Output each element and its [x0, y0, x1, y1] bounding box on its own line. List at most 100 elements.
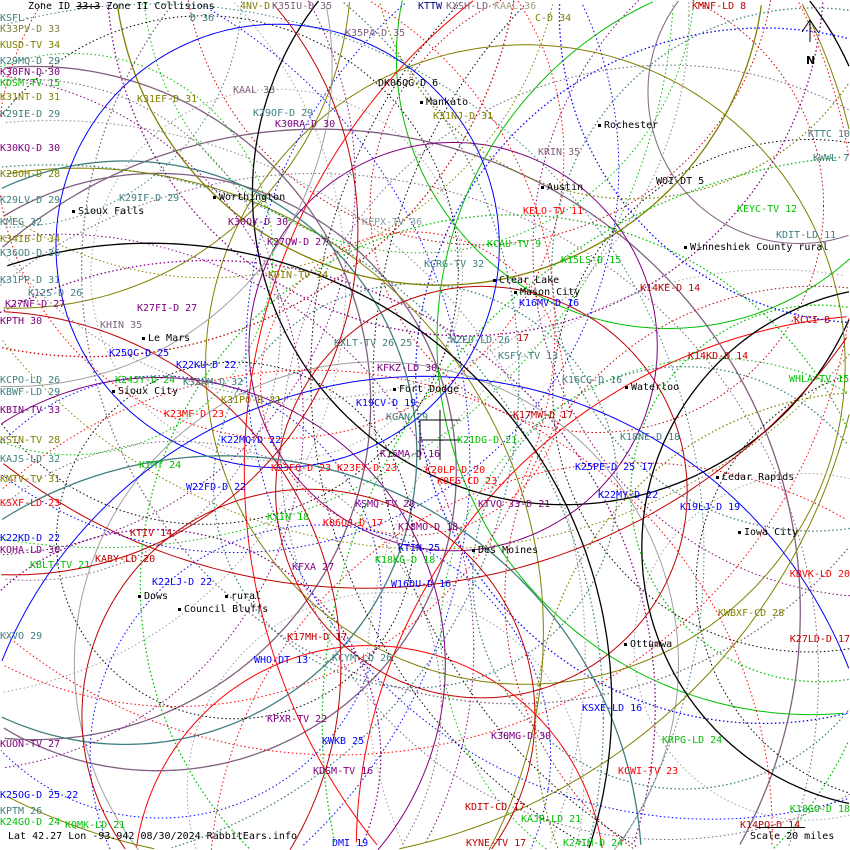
station-label[interactable]: K31EF-D 31	[137, 94, 198, 105]
station-label[interactable]: KEYC-TV 12	[737, 204, 798, 215]
station-label[interactable]: KYNE-TV 17	[466, 838, 527, 849]
station-label[interactable]: KRIN 35	[538, 147, 581, 158]
station-label[interactable]: KPTH 30	[0, 316, 43, 327]
station-label[interactable]: KXLT-TV 26 25	[334, 338, 413, 349]
station-label[interactable]: KOHA-LD 30	[0, 545, 61, 556]
station-label[interactable]: KWKB 25	[322, 736, 365, 747]
station-label[interactable]: KTTC 10	[807, 129, 850, 140]
station-label[interactable]: WHLA-TV 15	[789, 374, 850, 385]
station-label[interactable]: KCRG-TV 32	[424, 259, 485, 270]
station-label[interactable]: K33PV-D 33	[0, 24, 61, 35]
station-label[interactable]: K25OG-D 25 22	[0, 790, 79, 801]
station-label[interactable]: K06QJ-D 17	[323, 518, 384, 529]
station-label[interactable]: KMTV-TV 31	[0, 474, 61, 485]
station-label[interactable]: K29MQ-D 29	[0, 56, 61, 67]
station-label[interactable]: K30KQ-D 30	[0, 143, 61, 154]
station-label[interactable]: KCAU-TV 9	[487, 239, 542, 250]
station-label[interactable]: K35PA-D 35	[345, 28, 406, 39]
station-label[interactable]: K22KD-D 22	[0, 533, 61, 544]
station-label[interactable]: K31NJ-D 31	[433, 111, 494, 122]
station-label[interactable]: K22MY-D 22	[598, 490, 659, 501]
station-label[interactable]: K27LD-D 17	[789, 634, 850, 645]
station-label[interactable]: KSFY-TV 13	[498, 351, 559, 362]
station-label[interactable]: K18NE-D 18	[620, 432, 681, 443]
station-label[interactable]: K35IU-D 35	[272, 1, 333, 12]
station-label[interactable]: KDSM-TV 15	[0, 78, 61, 89]
station-label[interactable]: KIMT 24	[139, 460, 182, 471]
station-label[interactable]: K32NM-D 32	[183, 377, 244, 388]
station-label[interactable]: K16CG-D 16	[562, 375, 623, 386]
station-label[interactable]: KABY-LD 20	[95, 554, 156, 565]
station-label[interactable]: K17MH-D 17	[287, 632, 348, 643]
station-label[interactable]: K0EG-CD 23	[437, 476, 498, 487]
station-label[interactable]: K36OD-D 36	[0, 248, 61, 259]
station-label[interactable]: KTTW	[418, 1, 443, 12]
station-label[interactable]: K14PQ-D 14	[740, 820, 801, 831]
station-label[interactable]: K18GO-D 18	[789, 804, 850, 815]
station-label[interactable]: KMNF-LD 8	[692, 1, 747, 12]
station-label[interactable]: KRPG-LD 24	[662, 735, 723, 746]
station-label[interactable]: KFKZ-LD 30	[377, 363, 438, 374]
station-label[interactable]: KDIT-CD 17	[465, 802, 526, 813]
station-label[interactable]: W16DU-D 16	[391, 579, 452, 590]
station-label[interactable]: KWWL 7	[813, 153, 850, 164]
station-label[interactable]: K14KE-D 14	[640, 283, 701, 294]
station-label[interactable]: KAJS-LD 32	[0, 454, 61, 465]
station-label[interactable]: K31NT-D 31	[0, 92, 61, 103]
station-label[interactable]: KXVO 29	[0, 631, 43, 642]
station-label[interactable]: K34IB-D 34	[0, 234, 61, 245]
station-label[interactable]: KDIN-TV 34	[268, 270, 329, 281]
station-label[interactable]: K31PP-D 31	[0, 275, 61, 286]
station-label[interactable]: KELO-TV 11	[523, 206, 584, 217]
station-label[interactable]: DK06QG-D 6	[378, 78, 439, 89]
station-label[interactable]: D 36	[190, 13, 215, 24]
station-label[interactable]: K28OH-D 28	[0, 169, 61, 180]
station-label[interactable]: K12S-D 26	[28, 288, 83, 299]
station-label[interactable]: K15LS-D 15	[561, 255, 622, 266]
station-label[interactable]: KAAL 36	[494, 1, 537, 12]
station-label[interactable]: KPXR-TV 22	[267, 714, 328, 725]
station-label[interactable]: KBVK-LD 20	[789, 569, 850, 580]
station-label[interactable]: 17	[517, 333, 530, 344]
station-label[interactable]: KTIN 25	[398, 543, 441, 554]
station-label[interactable]: KBIN-TV 33	[0, 405, 61, 416]
station-label[interactable]: K24IM-D 24	[563, 838, 624, 849]
station-label[interactable]: K30RA-D 30	[275, 119, 336, 130]
station-label[interactable]: KSXE-LD 16	[582, 703, 643, 714]
station-label[interactable]: K22KU-D 22	[176, 360, 237, 371]
station-label[interactable]: KXSH-LD	[446, 1, 489, 12]
station-label[interactable]: KMEG 32	[0, 217, 43, 228]
station-label[interactable]: W22FD-D 22	[186, 482, 247, 493]
station-label[interactable]: K18MO-D 18	[398, 522, 459, 533]
station-label[interactable]: K29OF-D 29	[253, 108, 314, 119]
station-label[interactable]: KUON-TV 27	[0, 739, 61, 750]
station-label[interactable]: KHIN 35	[100, 320, 143, 331]
station-label[interactable]: K30QY-D 30	[228, 217, 289, 228]
station-label[interactable]: K19LJ-D 19	[680, 502, 741, 513]
station-label[interactable]: K29IF-D 29	[119, 193, 180, 204]
station-label[interactable]: K29LV-D 29	[0, 195, 61, 206]
station-label[interactable]: K31PO-D 31	[221, 395, 282, 406]
station-label[interactable]: KSIN-TV 28	[0, 435, 61, 446]
station-label[interactable]: K22LJ-D 22	[152, 577, 213, 588]
station-label[interactable]: K17MW-D 17	[513, 410, 574, 421]
station-label[interactable]: KCCI 8	[794, 315, 831, 326]
station-label[interactable]: KGAN 29	[386, 412, 429, 423]
station-label[interactable]: KSFL-	[0, 13, 31, 24]
station-label[interactable]: KDSM-TV 16	[313, 766, 374, 777]
station-label[interactable]: KYIN 18	[267, 512, 310, 523]
station-label[interactable]: KFXA 27	[292, 562, 335, 573]
station-label[interactable]: KBLT-TV 21	[30, 560, 91, 571]
station-label[interactable]: DMI 19	[332, 838, 369, 849]
station-label[interactable]: KQMK-LD 21	[65, 820, 126, 831]
station-label[interactable]: WHO-DT 13	[254, 655, 309, 666]
station-label[interactable]: C-D 34	[535, 13, 572, 24]
station-label[interactable]: K24JY-D 24	[115, 375, 176, 386]
station-label[interactable]: KCWI-TV 23	[618, 766, 679, 777]
station-label[interactable]: K23MF-D 23	[164, 409, 225, 420]
station-label[interactable]: K23FO-D 23	[271, 463, 332, 474]
station-label[interactable]: K27NF-D 27	[5, 299, 66, 310]
station-label[interactable]: K16MV-D 16	[519, 298, 580, 309]
station-label[interactable]: K30FN-D 30	[0, 67, 61, 78]
